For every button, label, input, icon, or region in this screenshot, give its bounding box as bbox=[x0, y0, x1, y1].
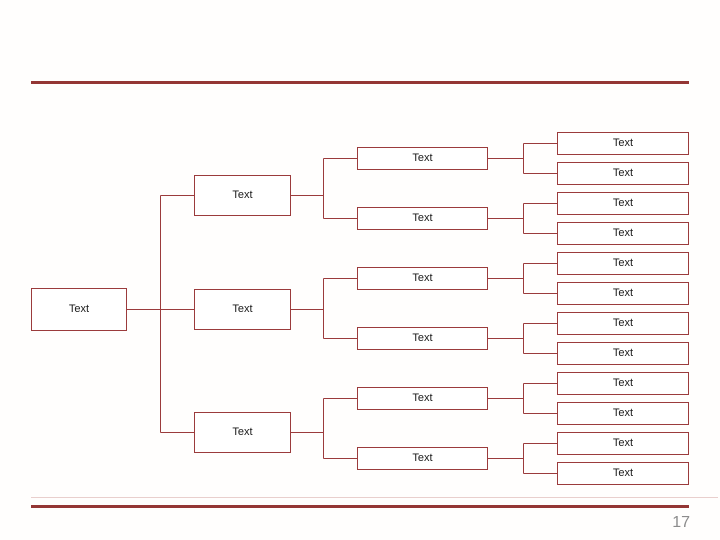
tree-node-label: Text bbox=[412, 212, 433, 224]
connector-l3-group-3 bbox=[488, 263, 557, 294]
page-number: 17 bbox=[672, 514, 690, 531]
tree-node-label: Text bbox=[612, 377, 634, 389]
tree-node-l3-3[interactable]: Text bbox=[357, 267, 488, 290]
tree-node-label: Text bbox=[232, 189, 253, 201]
tree-node-label: Text bbox=[612, 287, 634, 299]
connector-l3-group-6 bbox=[488, 443, 557, 474]
connector-l2-group-3 bbox=[291, 398, 357, 459]
tree-node-label: Text bbox=[612, 347, 634, 359]
tree-node-l3-6[interactable]: Text bbox=[357, 447, 488, 470]
tree-node-l3-5[interactable]: Text bbox=[357, 387, 488, 410]
tree-node-label: Text bbox=[412, 272, 433, 284]
tree-node-leaf-7[interactable]: Text bbox=[557, 312, 689, 335]
tree-node-label: Text bbox=[612, 407, 634, 419]
tree-node-label: Text bbox=[612, 467, 634, 479]
connector-l2-group-1 bbox=[291, 158, 357, 219]
tree-node-label: Text bbox=[612, 167, 634, 179]
tree-node-label: Text bbox=[612, 197, 634, 209]
tree-node-label: Text bbox=[612, 437, 634, 449]
tree-node-leaf-9[interactable]: Text bbox=[557, 372, 689, 395]
tree-node-leaf-11[interactable]: Text bbox=[557, 432, 689, 455]
connector-l3-group-1 bbox=[488, 143, 557, 174]
tree-node-leaf-12[interactable]: Text bbox=[557, 462, 689, 485]
tree-node-label: Text bbox=[612, 317, 634, 329]
tree-node-leaf-4[interactable]: Text bbox=[557, 222, 689, 245]
bottom-accent-line bbox=[31, 497, 718, 498]
connector-l3-group-2 bbox=[488, 203, 557, 234]
tree-node-leaf-6[interactable]: Text bbox=[557, 282, 689, 305]
tree-node-leaf-3[interactable]: Text bbox=[557, 192, 689, 215]
tree-node-leaf-10[interactable]: Text bbox=[557, 402, 689, 425]
tree-node-l3-4[interactable]: Text bbox=[357, 327, 488, 350]
connector-l3-group-4 bbox=[488, 323, 557, 354]
tree-node-l3-2[interactable]: Text bbox=[357, 207, 488, 230]
connector-root-trunk bbox=[127, 195, 194, 433]
bottom-divider-line bbox=[31, 505, 689, 508]
tree-node-leaf-8[interactable]: Text bbox=[557, 342, 689, 365]
tree-node-label: Text bbox=[612, 227, 634, 239]
tree-node-leaf-2[interactable]: Text bbox=[557, 162, 689, 185]
tree-node-label: Text bbox=[412, 152, 433, 164]
tree-node-label: Text bbox=[412, 332, 433, 344]
connector-l3-group-5 bbox=[488, 383, 557, 414]
tree-node-label: Text bbox=[612, 137, 634, 149]
tree-node-label: Text bbox=[232, 303, 253, 315]
tree-node-label: Text bbox=[232, 426, 253, 438]
tree-node-l3-1[interactable]: Text bbox=[357, 147, 488, 170]
tree-node-l2-1[interactable]: Text bbox=[194, 175, 291, 216]
tree-node-leaf-5[interactable]: Text bbox=[557, 252, 689, 275]
tree-node-label: Text bbox=[68, 303, 90, 315]
tree-node-l2-3[interactable]: Text bbox=[194, 412, 291, 453]
top-divider-line bbox=[31, 81, 689, 84]
tree-node-label: Text bbox=[412, 392, 433, 404]
tree-node-l2-2[interactable]: Text bbox=[194, 289, 291, 330]
tree-node-label: Text bbox=[412, 452, 433, 464]
tree-node-label: Text bbox=[612, 257, 634, 269]
tree-node-root[interactable]: Text bbox=[31, 288, 127, 331]
tree-node-leaf-1[interactable]: Text bbox=[557, 132, 689, 155]
connector-l2-group-2 bbox=[291, 278, 357, 339]
